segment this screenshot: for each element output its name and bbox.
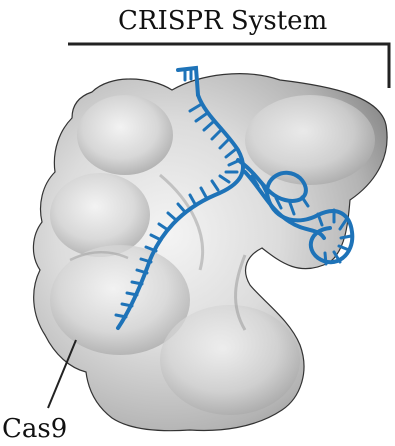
diagram-title: CRISPR System xyxy=(118,8,327,34)
cas9-label: Cas9 xyxy=(2,416,67,442)
